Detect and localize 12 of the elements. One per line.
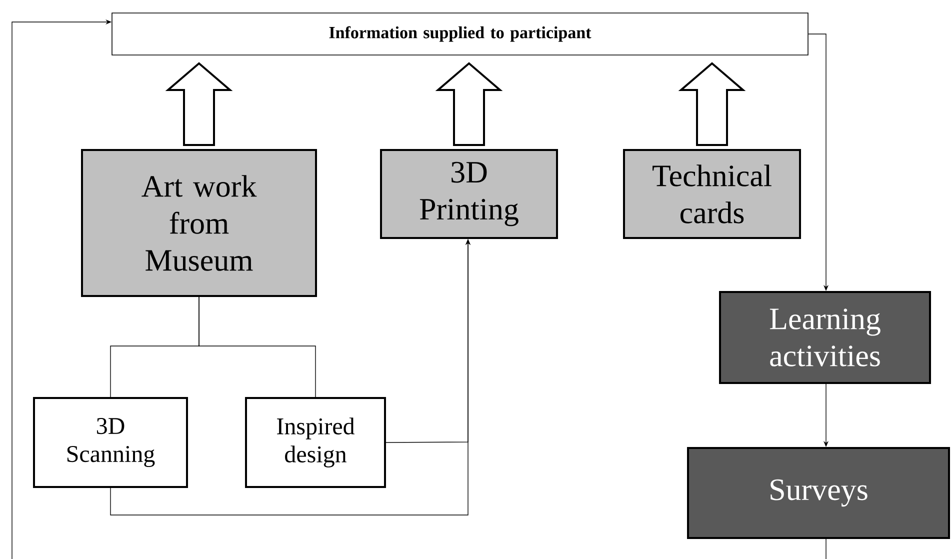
process-box: Technical cards	[623, 149, 802, 239]
block-arrow	[435, 62, 503, 146]
title-box: Information supplied to participant	[112, 12, 808, 56]
process-box: Learning activities	[719, 291, 932, 384]
block-arrow	[678, 62, 746, 146]
connector-line	[198, 296, 316, 398]
block-arrow	[165, 62, 233, 146]
process-box: 3D Printing	[380, 149, 558, 239]
process-box: Art work from Museum	[81, 149, 317, 297]
process-box: Inspired design	[245, 397, 386, 488]
process-box: Surveys	[687, 447, 950, 539]
process-box: 3D Scanning	[33, 397, 188, 488]
